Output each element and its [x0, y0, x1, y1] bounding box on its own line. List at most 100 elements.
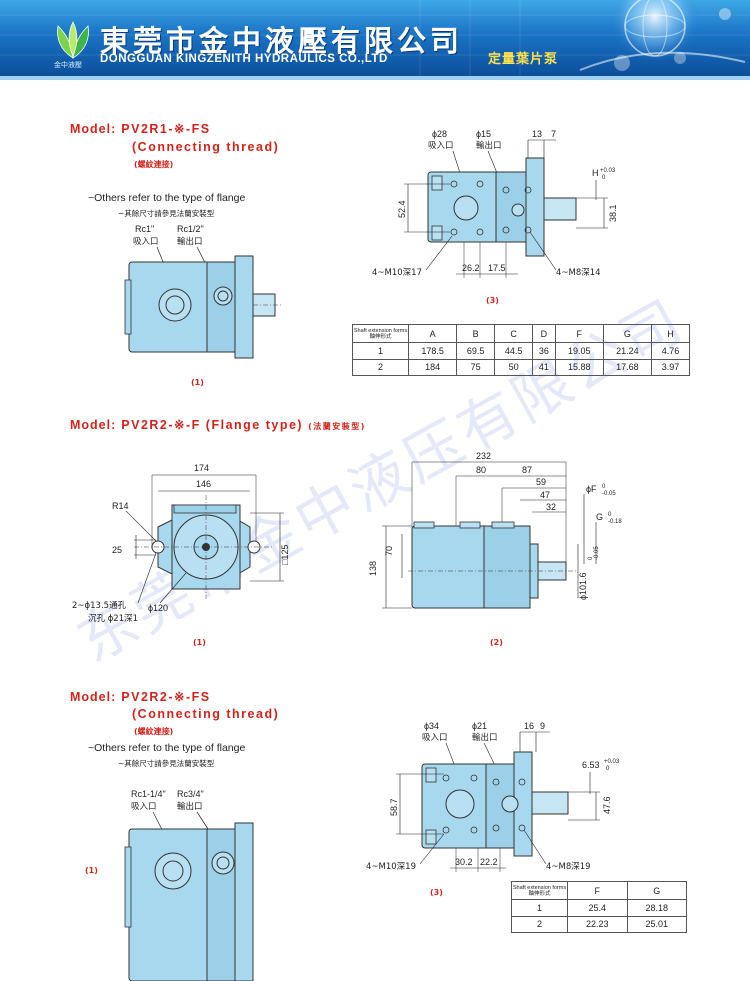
- shaft-forms-chinese: 軸伸形式: [528, 890, 551, 897]
- outlet-port-size: Rc1/2": [177, 224, 204, 234]
- dim-6-53-tolerance-top: +0.03: [604, 759, 620, 765]
- table-cell: 69.5: [456, 342, 496, 360]
- table-cell: 44.5: [494, 342, 534, 360]
- section1-model-title: Model: PV2R1-※-FS: [70, 121, 211, 136]
- dim-h-tolerance-bottom: 0: [602, 175, 606, 181]
- model-code: PV2R2-※-FS: [121, 690, 211, 704]
- section3-note-english: ~Others refer to the type of flange: [88, 742, 246, 754]
- dim-h: H: [592, 168, 599, 178]
- dim-70: 70: [384, 546, 394, 556]
- dim-22-2: 22.2: [480, 857, 498, 867]
- section2-flange-front-drawing: 174 146 R14 25 □125 2~ϕ13.5通孔 沉孔 ϕ21深1 ϕ…: [72, 463, 290, 624]
- outlet-diameter: ϕ21: [472, 721, 487, 731]
- table-cell: 184: [407, 358, 458, 376]
- dim-38-1: 38.1: [608, 204, 618, 222]
- outlet-port-size: Rc3/4": [177, 789, 204, 799]
- table-cell: 21.24: [602, 342, 652, 360]
- dim-dia-120: ϕ120: [148, 603, 168, 613]
- shaft-forms-english: Shaft extension forms: [353, 327, 408, 334]
- table-header-shaft: Shaft extension forms 軸伸形式: [511, 881, 568, 900]
- section3-note-chinese: ~其餘尺寸請參見法蘭安裝型: [118, 759, 215, 768]
- table-cell: 2: [511, 915, 568, 933]
- outlet-port-label: 輸出口: [177, 801, 203, 812]
- model-subtitle-chinese: (法蘭安裝型): [308, 422, 366, 431]
- table-row: 1 178.5 69.5 44.5 36 19.05 21.24 4.76: [352, 342, 691, 360]
- dia-101-6: ϕ101.6: [578, 572, 588, 600]
- outlet-port-label: 輸出口: [177, 236, 203, 247]
- table-row: 1 25.4 28.18: [511, 899, 687, 917]
- inlet-label: 吸入口: [422, 733, 448, 743]
- dim-47-6: 47.6: [602, 796, 612, 814]
- dim-58-7: 58.7: [389, 798, 399, 816]
- table-cell: 2: [352, 358, 409, 376]
- header-banner: 金中液壓 東莞市金中液壓有限公司 DONGGUAN KINGZENITH HYD…: [0, 0, 750, 76]
- col-a: A: [407, 324, 458, 343]
- section2-model-title: Model: PV2R2-※-F (Flange type) (法蘭安裝型): [70, 417, 366, 432]
- table-cell: 41: [532, 358, 556, 376]
- col-g: G: [626, 881, 687, 900]
- dim-32: 32: [546, 502, 556, 512]
- dim-g: G: [596, 512, 603, 522]
- table-cell: 50: [494, 358, 534, 376]
- outlet-diameter: ϕ15: [476, 129, 491, 139]
- through-hole-note: 2~ϕ13.5通孔: [72, 600, 127, 611]
- outlet-label: 輸出口: [472, 732, 498, 743]
- dim-7: 7: [551, 129, 556, 139]
- dim-13: 13: [532, 129, 542, 139]
- dim-174: 174: [194, 463, 209, 473]
- dim-52-4: 52.4: [397, 200, 407, 218]
- model-subtitle: (Flange type): [205, 418, 304, 432]
- table-cell: 3.97: [650, 358, 691, 376]
- dim-6-53: 6.53: [582, 760, 600, 770]
- table-row: 2 184 75 50 41 15.88 17.68 3.97: [352, 358, 691, 376]
- table-cell: 25.01: [626, 915, 687, 933]
- dim-6-53-tolerance-bottom: 0: [606, 766, 610, 772]
- dim-138: 138: [368, 561, 378, 576]
- section3-front-view-drawing: Rc1-1/4" 吸入口 Rc3/4" 輸出口: [124, 789, 254, 981]
- shaft-forms-english: Shaft extension forms: [512, 884, 567, 891]
- section3-subtitle-chinese: (螺紋連接): [134, 727, 174, 736]
- table-row: 2 22.23 25.01: [511, 915, 687, 933]
- col-b: B: [456, 324, 496, 343]
- section3-model-title: Model: PV2R2-※-FS: [70, 689, 211, 704]
- table-cell: 15.88: [554, 358, 604, 376]
- dia-101-tolerance-bottom: -0.05: [594, 546, 600, 560]
- col-c: C: [494, 324, 534, 343]
- section3-spec-table: Shaft extension forms 軸伸形式 F G 1 25.4 28…: [511, 881, 687, 933]
- table-header-row: Shaft extension forms 軸伸形式 F G: [511, 881, 687, 900]
- dim-47: 47: [540, 490, 550, 500]
- company-name-english: DONGGUAN KINGZENITH HYDRAULICS CO.,LTD: [100, 53, 388, 65]
- col-f: F: [554, 324, 604, 343]
- inlet-port-label: 吸入口: [131, 802, 157, 812]
- section1-port-view-drawing: ϕ28 吸入口 ϕ15 輸出口 13 7 52.4 38.1 H +0.03 0…: [372, 129, 618, 278]
- model-code: PV2R1-※-FS: [121, 122, 211, 136]
- company-logo: [57, 21, 89, 59]
- dim-16: 16: [524, 721, 534, 731]
- bolt-holes-right: 4~M8深14: [556, 268, 601, 278]
- header-stripe: [0, 76, 750, 80]
- section3-fig3-caption: (3): [430, 888, 443, 897]
- table-header-row: Shaft extension forms 軸伸形式 A B C D F G H: [352, 324, 691, 343]
- dim-r14: R14: [112, 501, 129, 511]
- outlet-label: 輸出口: [476, 140, 502, 151]
- col-g: G: [602, 324, 652, 343]
- table-cell: 1: [511, 899, 568, 917]
- section3-subtitle: (Connecting thread): [132, 707, 280, 721]
- section1-subtitle-chinese: (螺紋連接): [134, 160, 174, 169]
- model-label: Model:: [70, 122, 117, 136]
- inlet-diameter: ϕ28: [432, 129, 447, 139]
- dim-80: 80: [476, 465, 486, 475]
- dim-146: 146: [196, 479, 211, 489]
- dim-g-tolerance-bottom: -0.18: [608, 519, 622, 525]
- col-d: D: [532, 324, 556, 343]
- model-label: Model:: [70, 418, 117, 432]
- dim-g-tolerance-top: 0: [608, 512, 612, 518]
- dim-h-tolerance-top: +0.03: [600, 168, 616, 174]
- dia-f-tolerance-top: 0: [602, 484, 606, 490]
- table-cell: 4.76: [650, 342, 691, 360]
- col-f: F: [567, 881, 628, 900]
- section1-subtitle: (Connecting thread): [132, 140, 280, 154]
- section1-fig3-caption: (3): [486, 296, 499, 305]
- section3-port-view-drawing: ϕ34 吸入口 ϕ21 輸出口 16 9 58.7 47.6 6.53 +0.0…: [366, 721, 620, 872]
- bolt-holes-left: 4~M10深17: [372, 268, 422, 278]
